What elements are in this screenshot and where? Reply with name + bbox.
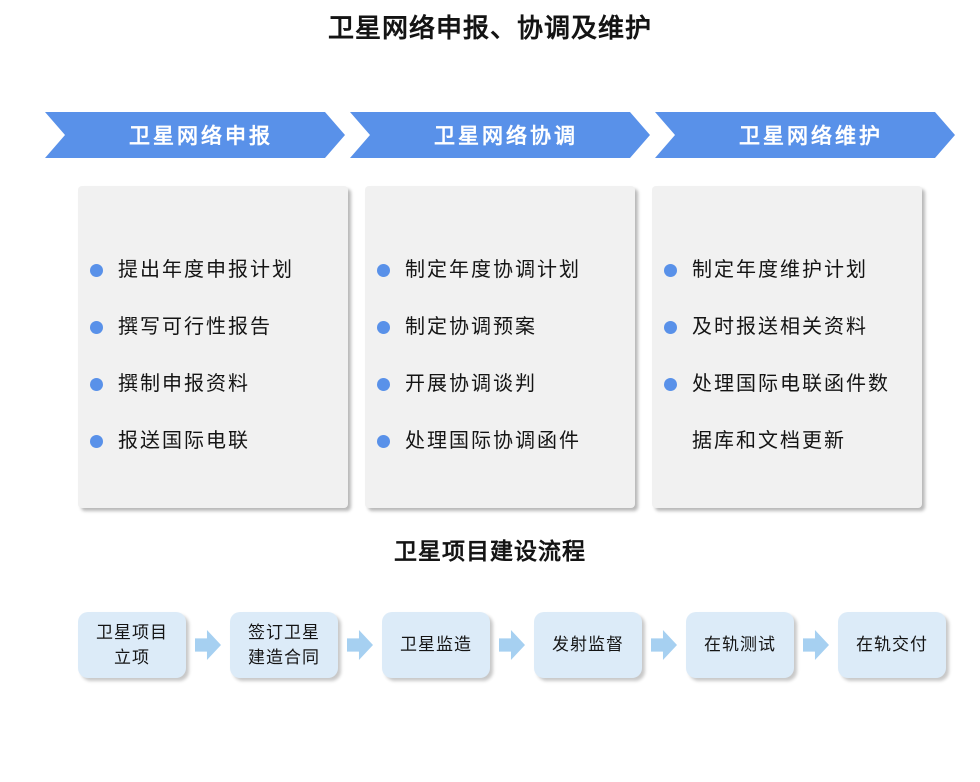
- project-flow: 卫星项目 立项 签订卫星 建造合同 卫星监造 发射监督 在轨测试 在轨交付: [78, 612, 946, 678]
- list-item-label: 处理国际协调函件: [405, 430, 581, 452]
- list-item-label: 撰写可行性报告: [118, 316, 272, 338]
- flow-section-title: 卫星项目建设流程: [394, 538, 586, 564]
- flow-arrow-icon: [499, 630, 525, 660]
- bullet-dot-icon: [664, 321, 677, 334]
- flow-step-in-orbit-test: 在轨测试: [686, 612, 794, 678]
- list-item: 报送国际电联: [90, 413, 328, 470]
- panel-maintenance: 制定年度维护计划 及时报送相关资料 处理国际电联函件数据库和文档更新: [652, 186, 922, 508]
- list-item-label: 制定协调预案: [405, 316, 537, 338]
- list-item: 撰制申报资料: [90, 356, 328, 413]
- list-item-label: 及时报送相关资料: [692, 316, 868, 338]
- list-item-label: 提出年度申报计划: [118, 259, 294, 281]
- flow-arrow-icon: [347, 630, 373, 660]
- list-item: 制定年度维护计划: [664, 242, 902, 299]
- banner-stage-maintenance: 卫星网络维护: [655, 112, 955, 158]
- bullet-dot-icon: [664, 378, 677, 391]
- bullet-dot-icon: [377, 435, 390, 448]
- panel-coordination: 制定年度协调计划 制定协调预案 开展协调谈判 处理国际协调函件: [365, 186, 635, 508]
- stage-detail-panels: 提出年度申报计划 撰写可行性报告 撰制申报资料 报送国际电联 制定年度协调计划 …: [78, 186, 922, 508]
- banner-stage-declaration: 卫星网络申报: [45, 112, 345, 158]
- flow-step-launch-supervision: 发射监督: [534, 612, 642, 678]
- list-item-label: 报送国际电联: [118, 430, 250, 452]
- flow-arrow-icon: [651, 630, 677, 660]
- flow-step-in-orbit-delivery: 在轨交付: [838, 612, 946, 678]
- flow-step-sign-contract: 签订卫星 建造合同: [230, 612, 338, 678]
- list-item: 开展协调谈判: [377, 356, 615, 413]
- list-item-label: 开展协调谈判: [405, 373, 537, 395]
- process-banner: 卫星网络申报 卫星网络协调 卫星网络维护: [45, 112, 955, 158]
- flow-arrow-icon: [195, 630, 221, 660]
- list-item: 制定年度协调计划: [377, 242, 615, 299]
- flow-step-project-initiation: 卫星项目 立项: [78, 612, 186, 678]
- list-item: 制定协调预案: [377, 299, 615, 356]
- bullet-dot-icon: [377, 321, 390, 334]
- list-item: 提出年度申报计划: [90, 242, 328, 299]
- bullet-dot-icon: [90, 435, 103, 448]
- list-item: 撰写可行性报告: [90, 299, 328, 356]
- bullet-dot-icon: [90, 321, 103, 334]
- bullet-dot-icon: [377, 378, 390, 391]
- bullet-dot-icon: [664, 264, 677, 277]
- flow-step-satellite-supervision: 卫星监造: [382, 612, 490, 678]
- list-item-label: 制定年度协调计划: [405, 259, 581, 281]
- bullet-dot-icon: [90, 264, 103, 277]
- list-item: 处理国际电联函件数据库和文档更新: [664, 356, 902, 470]
- panel-declaration: 提出年度申报计划 撰写可行性报告 撰制申报资料 报送国际电联: [78, 186, 348, 508]
- banner-stage-coordination: 卫星网络协调: [350, 112, 650, 158]
- list-item-label: 处理国际电联函件数据库和文档更新: [692, 373, 890, 452]
- list-item: 及时报送相关资料: [664, 299, 902, 356]
- list-item: 处理国际协调函件: [377, 413, 615, 470]
- list-item-label: 撰制申报资料: [118, 373, 250, 395]
- bullet-dot-icon: [90, 378, 103, 391]
- bullet-dot-icon: [377, 264, 390, 277]
- list-item-label: 制定年度维护计划: [692, 259, 868, 281]
- flow-arrow-icon: [803, 630, 829, 660]
- page-title: 卫星网络申报、协调及维护: [327, 13, 652, 43]
